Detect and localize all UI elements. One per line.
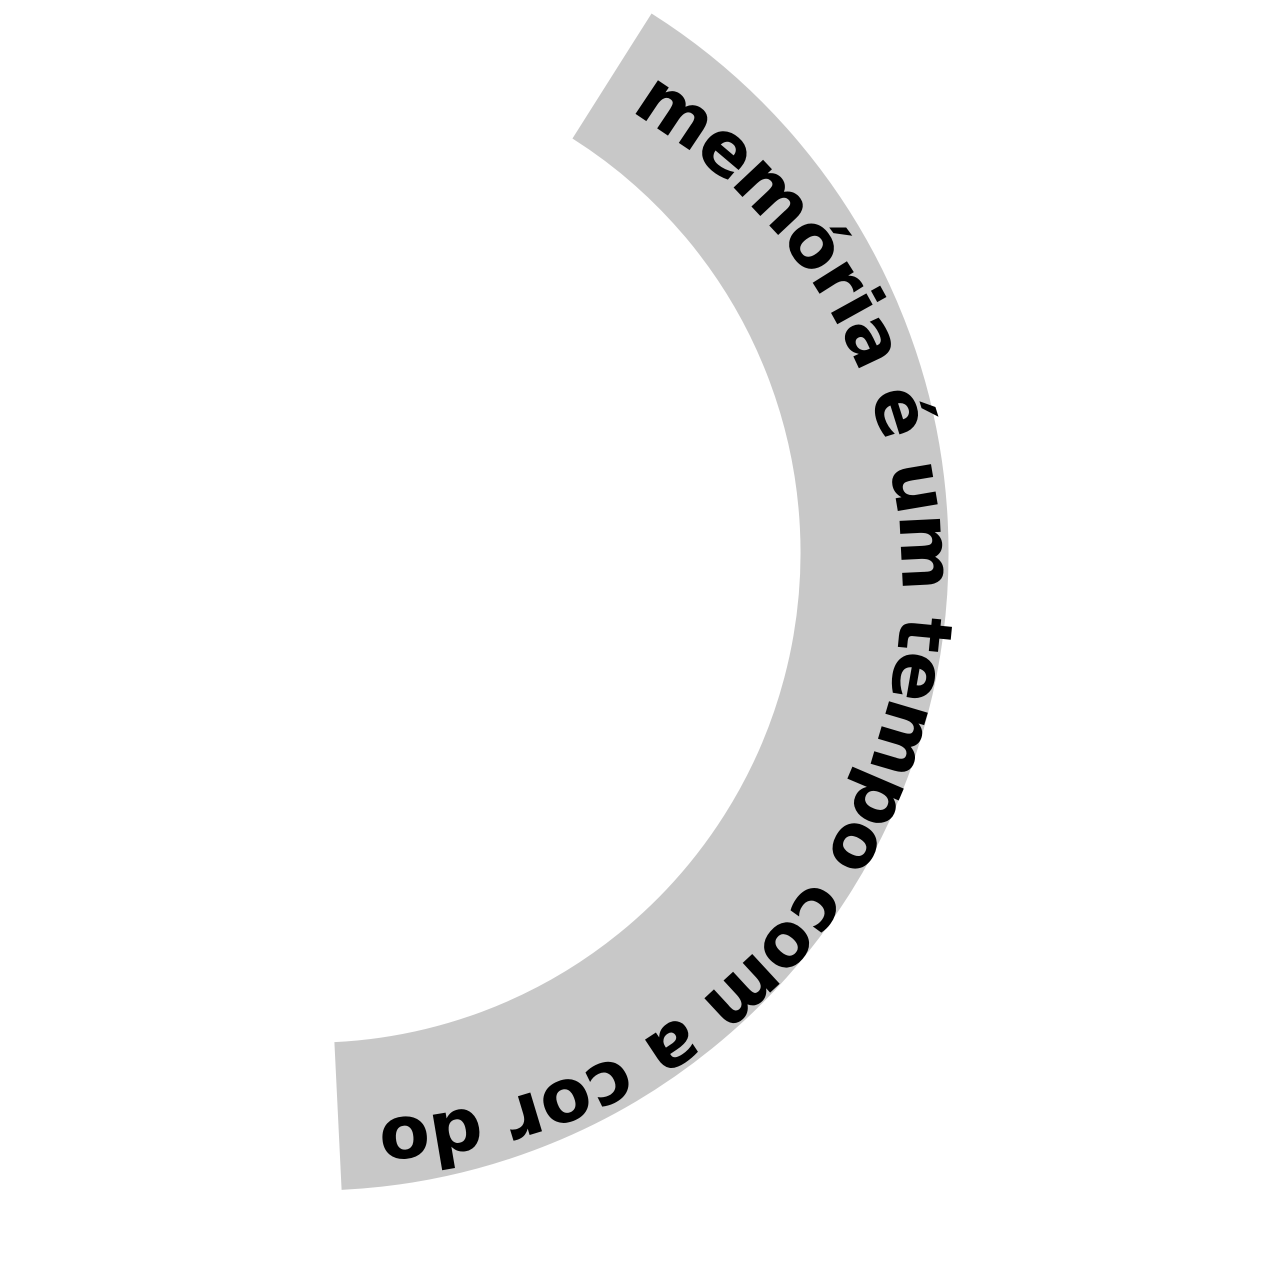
gray-arc-band — [334, 13, 949, 1190]
